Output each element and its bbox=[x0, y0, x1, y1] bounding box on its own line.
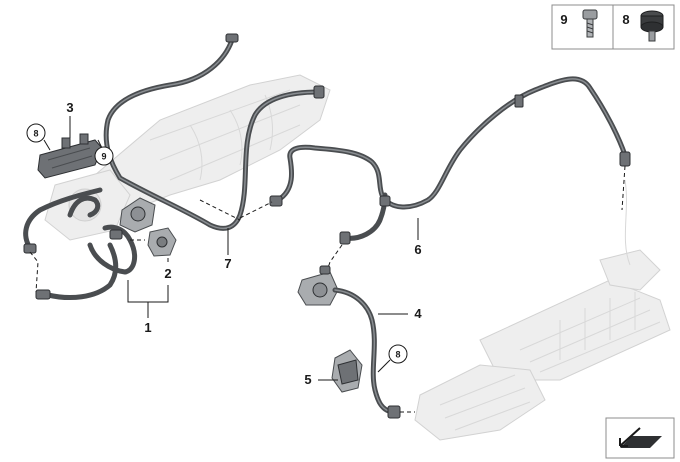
callout-labels: 1 2 3 4 5 6 7 8 9 8 bbox=[26, 100, 422, 387]
callout-5: 5 bbox=[304, 372, 311, 387]
legend-label-9: 9 bbox=[560, 12, 567, 27]
legend-label-8: 8 bbox=[622, 12, 629, 27]
callout-8-upper: 8 bbox=[33, 129, 38, 139]
callout-9-circle bbox=[94, 146, 114, 166]
callout-3: 3 bbox=[66, 100, 73, 115]
callout-6: 6 bbox=[414, 242, 421, 257]
parts-legend: 9 8 bbox=[551, 4, 675, 50]
bracket-5 bbox=[331, 349, 363, 393]
hose-4 bbox=[297, 265, 401, 419]
callout-1: 1 bbox=[144, 320, 151, 335]
screw-icon bbox=[582, 9, 598, 38]
bracket-3 bbox=[37, 133, 103, 179]
hose-1 bbox=[23, 187, 138, 301]
callout-7: 7 bbox=[224, 256, 231, 271]
callout-8-circle-lower bbox=[388, 344, 408, 364]
callout-2: 2 bbox=[164, 266, 171, 281]
hose-6 bbox=[269, 76, 631, 245]
component-upper-left bbox=[119, 197, 156, 233]
rubber-mount-icon bbox=[640, 10, 664, 42]
dashed-connections bbox=[29, 165, 626, 413]
callout-9: 9 bbox=[101, 152, 106, 162]
direction-icon bbox=[605, 417, 675, 459]
callout-8-circle-upper bbox=[26, 123, 46, 143]
callout-4: 4 bbox=[414, 306, 422, 321]
callout-8-lower: 8 bbox=[395, 350, 400, 360]
hose-7 bbox=[103, 33, 325, 231]
valve-2 bbox=[147, 227, 177, 257]
leader-lines bbox=[43, 116, 419, 381]
